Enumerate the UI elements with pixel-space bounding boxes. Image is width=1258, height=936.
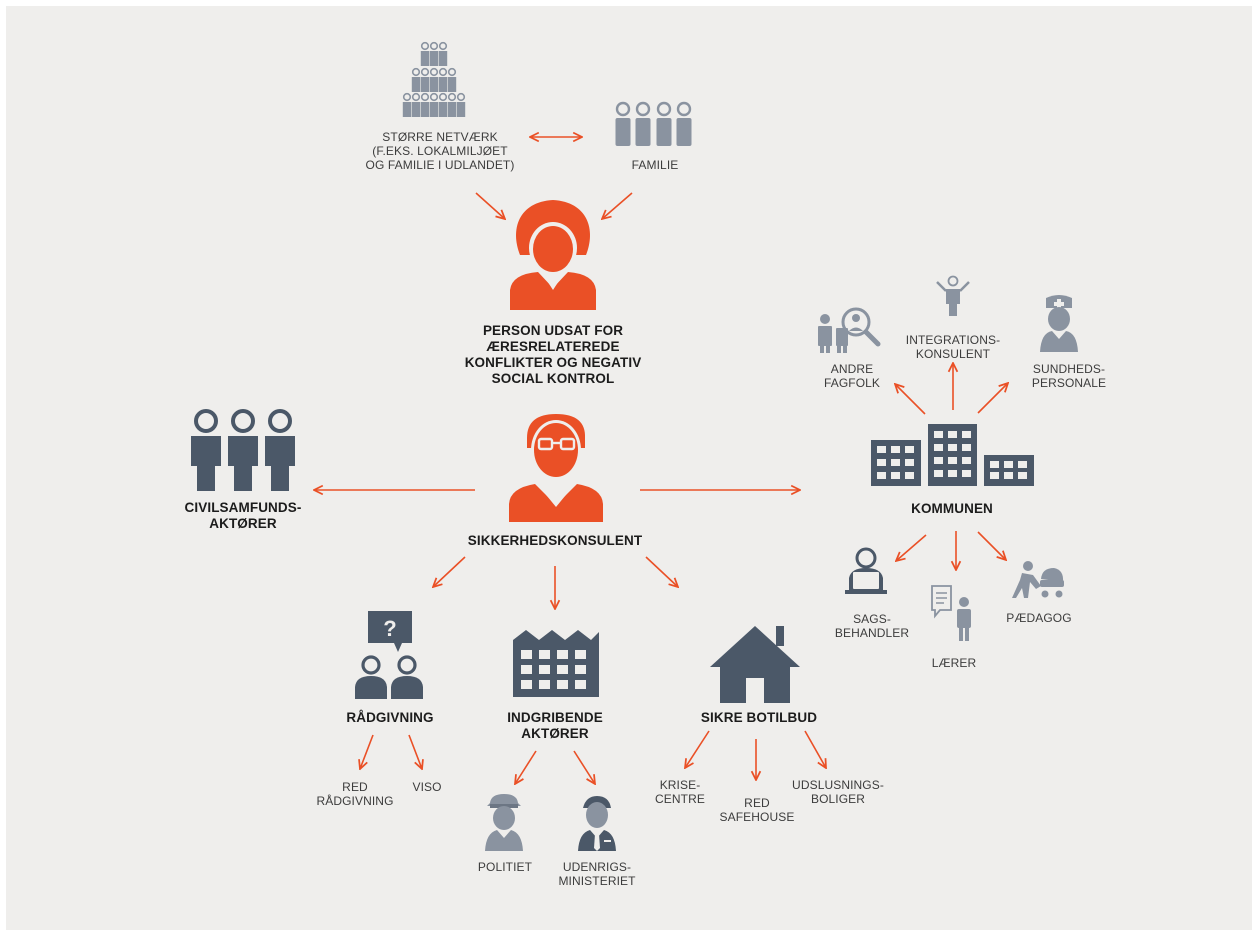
factory-icon: [513, 630, 599, 697]
magnifier-people-icon: [818, 307, 881, 353]
label-indgribende: INDGRIBENDE AKTØRER: [507, 710, 603, 741]
teacher-icon: [931, 585, 971, 641]
label-sikkerhedskonsulent: SIKKERHEDSKONSULENT: [467, 533, 643, 548]
label-udenrigsministeriet: UDENRIGS- MINISTERIET: [558, 860, 636, 888]
stroller-icon: [1012, 561, 1064, 598]
label-udslusningsboliger: UDSLUSNINGS- BOLIGER: [792, 778, 884, 806]
label-sikre-botilbud: SIKRE BOTILBUD: [700, 710, 818, 725]
label-krisecentre: KRISE- CENTRE: [655, 778, 705, 806]
official-icon: [578, 796, 616, 851]
label-viso: VISO: [412, 780, 442, 794]
three-people-icon: [191, 409, 295, 491]
arrow-familie-person: [602, 192, 633, 219]
arrow-to-paedagog: [977, 531, 1006, 560]
label-raadgivning: RÅDGIVNING: [346, 710, 434, 725]
arrow-to-udenrigs: [573, 750, 595, 784]
buildings-icon: [871, 424, 1034, 486]
label-familie: FAMILIE: [631, 158, 679, 172]
arrow-to-udslusning: [804, 730, 826, 768]
svg-text:?: ?: [383, 616, 396, 641]
label-stoerre-netvaerk: STØRRE NETVÆRK (F.EKS. LOKALMILJØET OG F…: [365, 130, 515, 172]
label-politiet: POLITIET: [477, 860, 533, 874]
arrow-to-sagsbehandler: [896, 534, 927, 561]
man-with-glasses-icon: [509, 414, 603, 522]
arrow-to-raadgivning: [433, 556, 466, 587]
label-integrationskonsulent: INTEGRATIONS- KONSULENT: [905, 333, 1001, 361]
caseworker-icon: [845, 547, 887, 594]
label-civilsamfund: CIVILSAMFUNDS- AKTØRER: [184, 500, 302, 531]
woman-icon: [510, 200, 596, 310]
label-paedagog: PÆDAGOG: [1006, 611, 1072, 625]
arrow-to-krisecentre: [685, 730, 710, 768]
label-sundhedspersonale: SUNDHEDS- PERSONALE: [1031, 362, 1107, 390]
family-icon: [614, 101, 693, 148]
label-person: PERSON UDSAT FOR ÆRESRELATEREDE KONFLIKT…: [464, 323, 642, 386]
label-sagsbehandler: SAGS- BEHANDLER: [834, 612, 910, 640]
label-red-raadgivning: RED RÅDGIVNING: [316, 780, 394, 808]
arrow-to-sundhed: [977, 383, 1008, 414]
label-kommunen: KOMMUNEN: [911, 501, 993, 516]
arrow-netvaerk-person: [475, 192, 505, 219]
label-andre-fagfolk: ANDRE FAGFOLK: [823, 362, 881, 390]
arrow-to-red-raadgivning: [360, 734, 374, 769]
crowd-icon: [401, 41, 467, 118]
arrow-to-andre-fagfolk: [895, 384, 926, 415]
police-icon: [485, 794, 523, 851]
label-laerer: LÆRER: [931, 656, 977, 670]
arrow-to-botilbud: [645, 556, 678, 587]
nurse-icon: [1040, 295, 1078, 352]
counseling-icon: ?: [355, 611, 423, 699]
arrow-to-politiet: [515, 750, 537, 784]
label-red-safehouse: RED SAFEHOUSE: [719, 796, 795, 824]
presenter-icon: [936, 275, 970, 316]
house-icon: [710, 626, 800, 703]
arrow-to-viso: [408, 734, 422, 769]
arrows: [314, 137, 1008, 784]
